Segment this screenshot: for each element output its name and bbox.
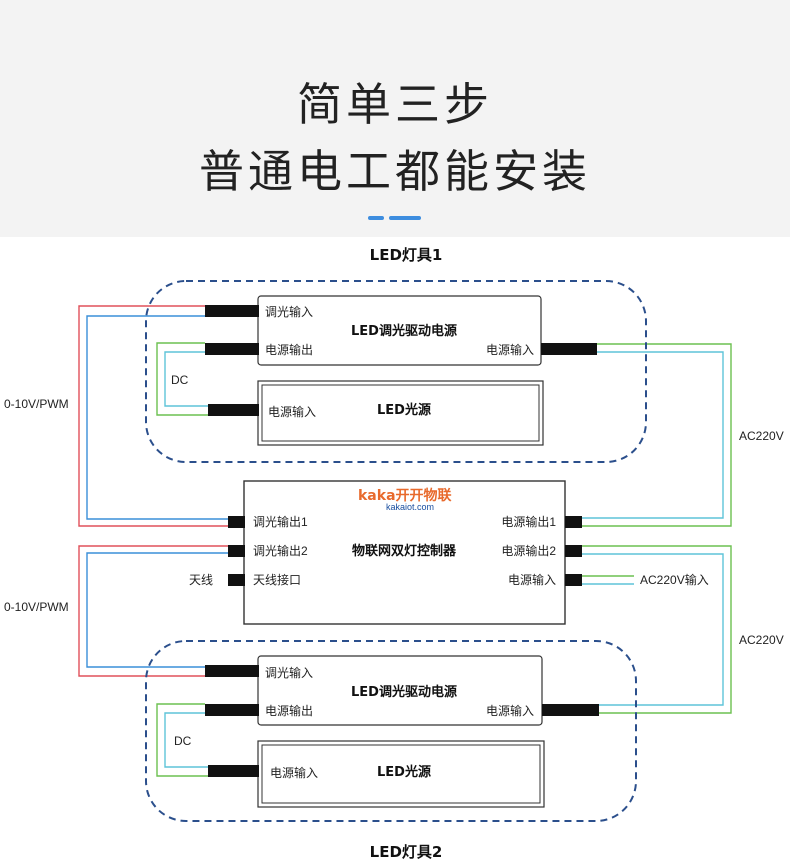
controller-dim-out2-connector: [228, 545, 245, 557]
accent-dot: [368, 216, 384, 220]
header-banner: [0, 0, 790, 237]
fixture1-dim-in-label: 调光输入: [265, 304, 313, 319]
fixture2-light-connector: [208, 765, 259, 777]
fixture1-power-out-label: 电源输出: [265, 342, 313, 357]
green-ac-wire-top: [582, 343, 732, 527]
fixture1-boundary: [145, 280, 647, 463]
cyan-dc-wire-bottom: [164, 712, 208, 768]
fixture2-light-name: LED光源: [377, 764, 431, 780]
controller-power-out1-connector: [565, 516, 582, 528]
blue-wire-bottom: [86, 552, 228, 668]
fixture2-power-out-connector: [205, 704, 259, 716]
cyan-ac-wire-top: [582, 351, 724, 519]
cyan-ac-wire-bottom: [582, 553, 724, 706]
controller-name: 物联网双灯控制器: [352, 543, 457, 559]
green-dc-wire-top: [156, 342, 208, 416]
green-ac-wire-bottom: [582, 545, 732, 714]
red-wire-bottom: [78, 545, 228, 677]
title-line-1: 简单三步: [297, 78, 493, 131]
controller-dim-out1-connector: [228, 516, 245, 528]
ac-input-label: AC220V输入: [640, 572, 709, 587]
fixture1-title: LED灯具1: [370, 246, 443, 264]
fixture2-dim-in-connector: [205, 665, 259, 677]
fixture2-power-out-label: 电源输出: [265, 703, 313, 718]
fixture1-power-out-connector: [205, 343, 259, 355]
wires: [78, 305, 732, 777]
fixture2-power-in-label: 电源输入: [486, 703, 534, 718]
blue-wire-top: [86, 315, 228, 520]
fixture2-dc-label: DC: [174, 734, 192, 748]
controller-power-out2-connector: [565, 545, 582, 557]
controller-power-out1-label: 电源输出1: [501, 514, 556, 529]
antenna-label: 天线: [189, 573, 213, 587]
ac-label-bottom: AC220V: [739, 633, 784, 647]
fixture2-light-power-in-label: 电源输入: [270, 765, 318, 780]
ac-label-top: AC220V: [739, 429, 784, 443]
signal-label-bottom: 0-10V/PWM: [4, 600, 69, 614]
fixture2-light-box: [257, 740, 545, 808]
controller-dim-out1-label: 调光输出1: [253, 514, 308, 529]
fixture1-power-in-connector: [541, 343, 597, 355]
fixture2-power-in-connector: [542, 704, 599, 716]
green-dc-wire-bottom: [156, 703, 208, 777]
fixture1-light-inner: [261, 384, 540, 442]
fixture1-driver-name: LED调光驱动电源: [351, 323, 457, 339]
red-wire-top: [78, 305, 228, 527]
fixture1-dim-in-connector: [205, 305, 259, 317]
fixture1-driver-box: [257, 295, 542, 366]
title-line-2: 普通电工都能安装: [199, 145, 591, 198]
fixture1-light-power-in-label: 电源输入: [268, 404, 316, 419]
fixture1-dc-label: DC: [171, 373, 189, 387]
accent-bar: [389, 216, 421, 220]
controller-antenna-connector: [228, 574, 245, 586]
controller-antenna-port-label: 天线接口: [253, 572, 301, 587]
controller-power-in-label: 电源输入: [508, 572, 556, 587]
fixture2-light-inner: [261, 744, 541, 804]
fixture2-dim-in-label: 调光输入: [265, 665, 313, 680]
fixture2-boundary: [145, 640, 637, 822]
fixture1-power-in-label: 电源输入: [486, 342, 534, 357]
fixture1-light-name: LED光源: [377, 402, 431, 418]
fixture2-driver-box: [257, 655, 543, 726]
fixture2-driver-name: LED调光驱动电源: [351, 684, 457, 700]
controller-power-out2-label: 电源输出2: [501, 543, 556, 558]
fixture2-title: LED灯具2: [370, 843, 443, 861]
signal-label-top: 0-10V/PWM: [4, 397, 69, 411]
controller-logo-url: kakaiot.com: [386, 502, 434, 512]
controller-dim-out2-label: 调光输出2: [253, 543, 308, 558]
fixture1-light-connector: [208, 404, 259, 416]
cyan-dc-wire-top: [164, 351, 208, 407]
controller-logo: kaka开开物联: [358, 487, 453, 504]
controller-power-in-connector: [565, 574, 582, 586]
